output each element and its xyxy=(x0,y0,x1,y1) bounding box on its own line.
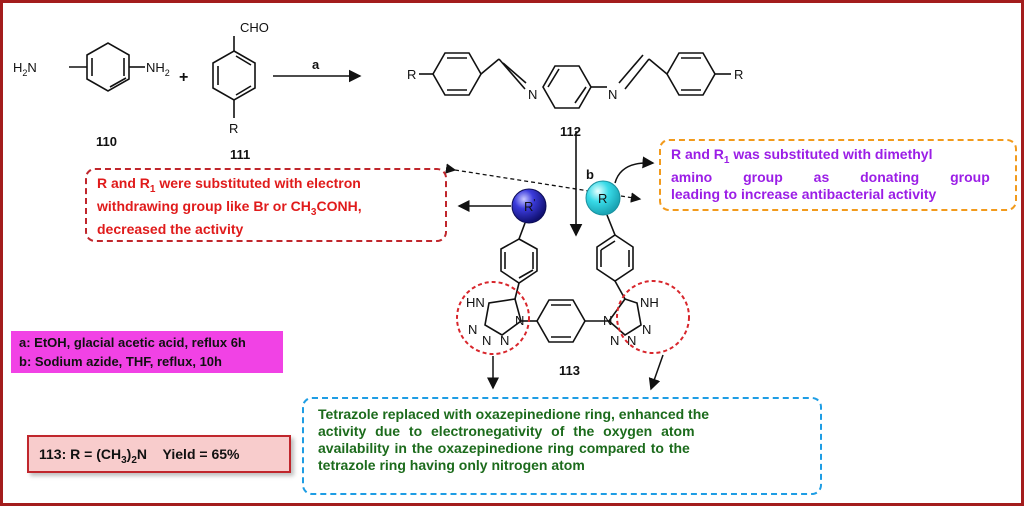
note-purple-line-1: R and R1 was substituted with dimethyl xyxy=(671,146,933,166)
tetrazole-highlight-left xyxy=(456,281,530,355)
label-112: 112 xyxy=(560,124,581,139)
substituent-r-ball xyxy=(585,180,621,216)
amine-right-label: NH2 xyxy=(146,60,170,78)
note-purple-line-3: leading to increase antibacterial activi… xyxy=(671,185,937,202)
r-left-112: R xyxy=(407,67,416,82)
compound-110-structure xyxy=(69,42,145,92)
tetrazole-n-left-2: N xyxy=(482,333,491,348)
condition-b: b: Sodium azide, THF, reflux, 10h xyxy=(19,354,222,369)
r-substituent-111: R xyxy=(229,121,238,136)
tetrazole-n-right-2: N xyxy=(627,333,636,348)
note-green-line-2: activity due to electronegativity of the… xyxy=(318,423,695,439)
note-oxazepinedione: Tetrazole replaced with oxazepinedione r… xyxy=(302,397,822,495)
label-111: 111 xyxy=(230,147,250,162)
aldehyde-label: CHO xyxy=(240,20,269,35)
note-edg-increase: R and R1 was substituted with dimethyl a… xyxy=(659,139,1017,211)
r-right-112: R xyxy=(734,67,743,82)
r-label-113: R xyxy=(598,191,607,206)
yield-box: 113: R = (CH3)2N Yield = 65% xyxy=(27,435,291,473)
substituent-r-prime-ball xyxy=(511,188,547,224)
r-prime-label: R' xyxy=(524,198,535,214)
scheme-drawing: H2N NH2 110 + CHO R 111 a R N N xyxy=(13,20,743,391)
compound-112-structure xyxy=(419,52,731,109)
note-purple-line-2: amino group as donating group xyxy=(671,168,990,185)
tetrazole-n-left-1: N xyxy=(468,322,477,337)
tetrazole-n-right-1: N xyxy=(642,322,651,337)
yield-text: 113: R = (CH3)2N Yield = 65% xyxy=(39,446,240,466)
imine-n-right: N xyxy=(608,87,617,102)
arrow-right-tetrazole-to-note xyxy=(648,354,664,391)
tetrazole-n-right-3: N xyxy=(610,333,619,348)
note-red-line-3: decreased the activity xyxy=(97,220,244,237)
note-green-line-3: availability in the oxazepinedione ring … xyxy=(318,440,690,456)
tetrazole-n-right-4: N xyxy=(603,313,612,328)
note-ewg-decrease: R and R1 were substituted with electron … xyxy=(85,168,447,242)
plus-sign: + xyxy=(179,69,188,86)
tetrazole-hn-left: HN xyxy=(466,295,485,310)
label-110: 110 xyxy=(96,134,117,149)
condition-a: a: EtOH, glacial acetic acid, reflux 6h xyxy=(19,335,246,350)
arrow-b-label: b xyxy=(586,167,594,182)
arrow-a-label: a xyxy=(312,57,320,72)
label-113: 113 xyxy=(559,363,580,378)
note-red-line-2: withdrawing group like Br or CH3CONH, xyxy=(97,197,362,218)
arrow-to-purple-note xyxy=(614,156,655,184)
tetrazole-n-left-3: N xyxy=(500,333,509,348)
imine-n-left: N xyxy=(528,87,537,102)
tetrazole-n-left-4: N xyxy=(515,313,524,328)
amine-left-label: H2N xyxy=(13,60,37,78)
compound-111-structure xyxy=(212,36,256,118)
note-red-line-1: R and R1 were substituted with electron xyxy=(97,175,361,195)
compound-113-structure xyxy=(484,214,642,343)
reaction-conditions-box: a: EtOH, glacial acetic acid, reflux 6h … xyxy=(11,331,283,373)
note-green-line-1: Tetrazole replaced with oxazepinedione r… xyxy=(318,406,710,422)
tetrazole-highlight-right xyxy=(616,280,690,354)
tetrazole-nh-right: NH xyxy=(640,295,659,310)
note-green-line-4: tetrazole ring having only nitrogen atom xyxy=(318,457,585,473)
